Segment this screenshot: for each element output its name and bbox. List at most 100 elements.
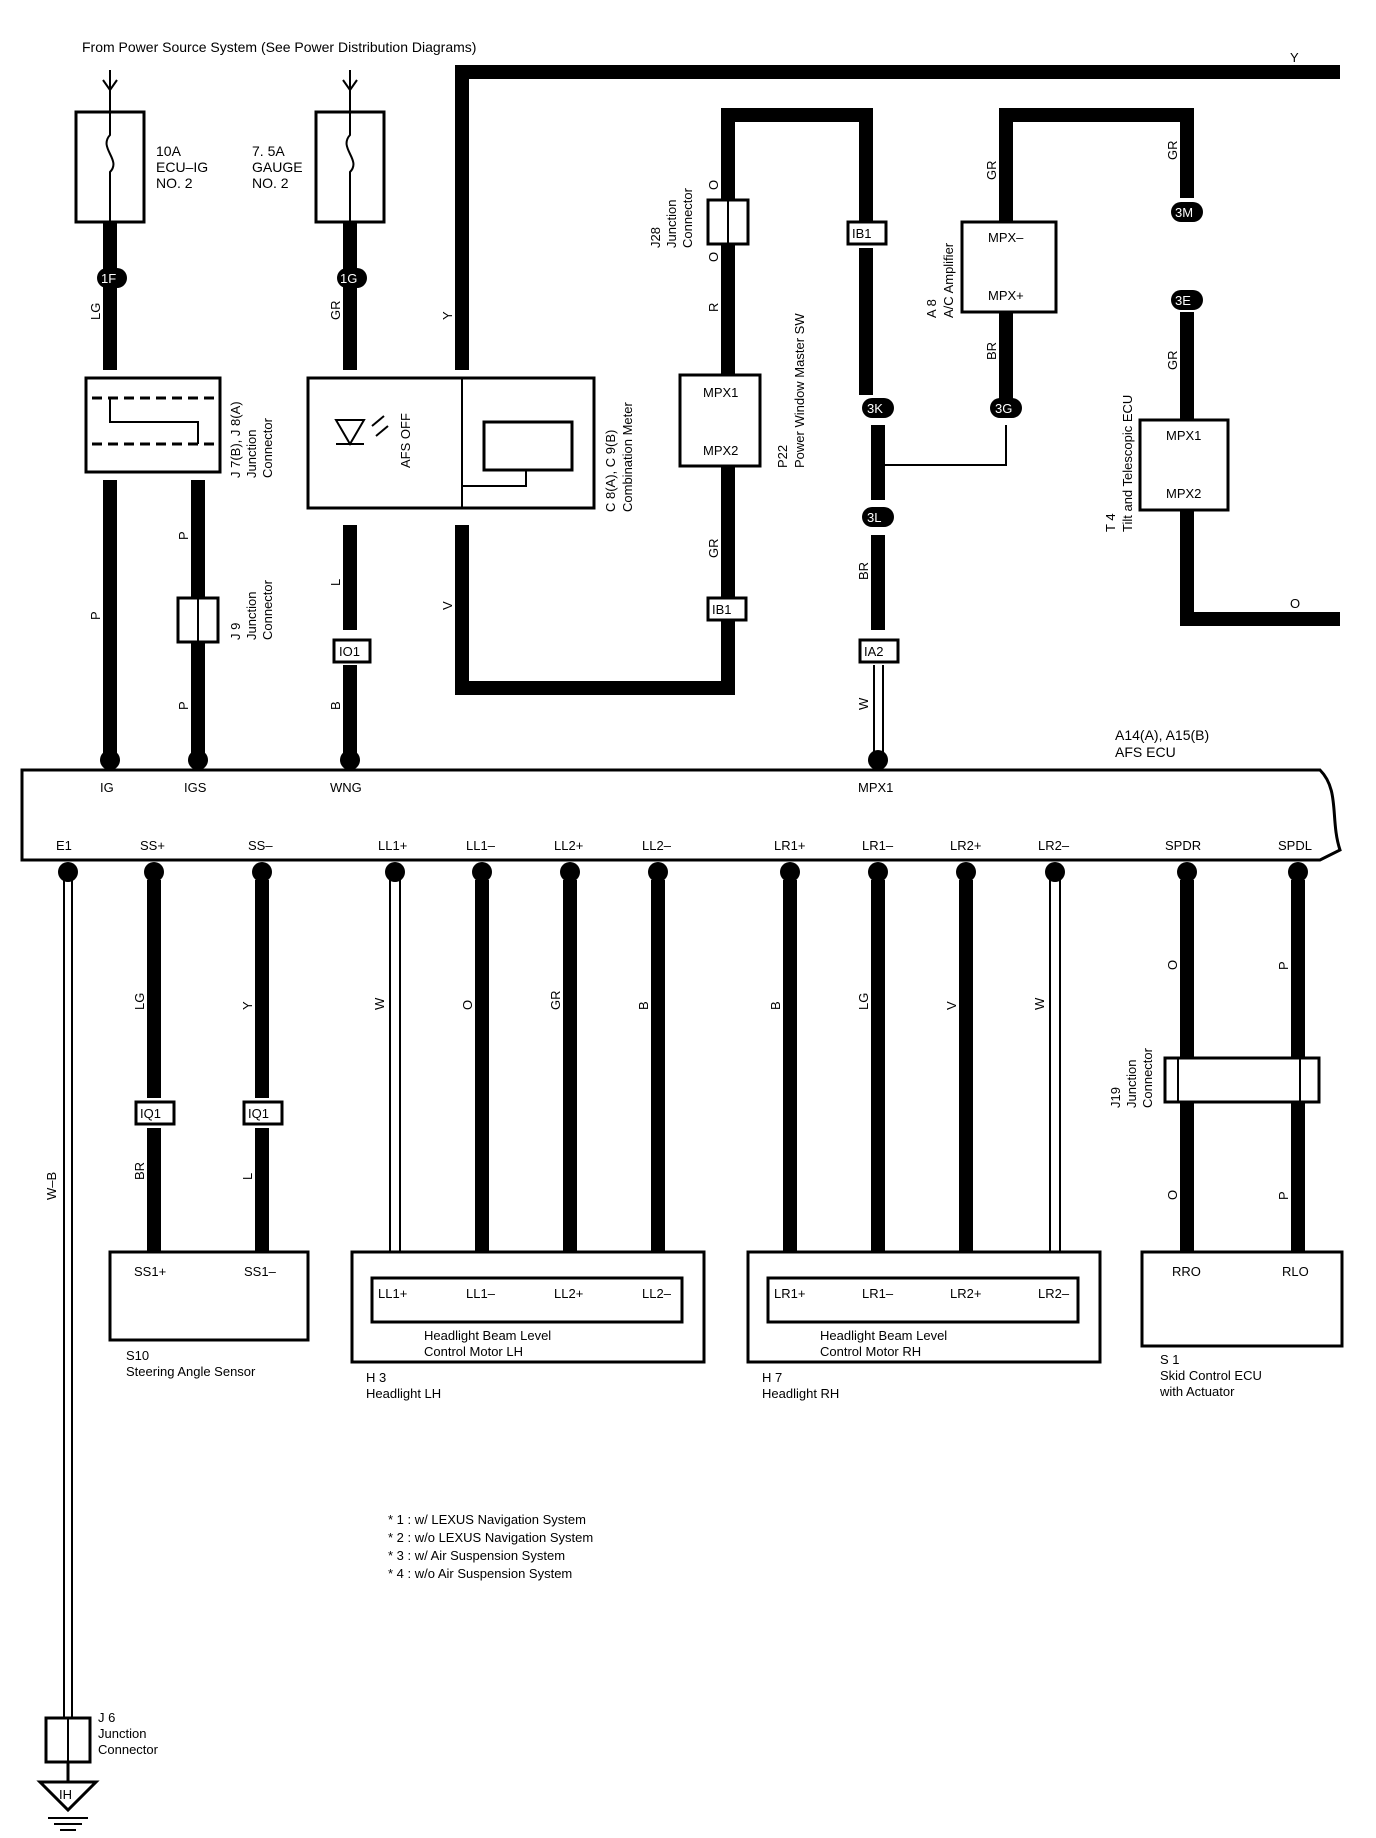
lower-wires [63,880,1305,1718]
wire-p-1: P [88,611,103,620]
ecu-pin-ig: IG [100,780,114,795]
hl-rh-pin1: LR1+ [774,1286,805,1301]
j28-l2: Junction [664,200,679,248]
conn-3l: 3L [867,510,881,525]
tilt-pin2: MPX2 [1166,486,1201,501]
ecu-name: AFS ECU [1115,744,1176,760]
conn-3m: 3M [1175,205,1193,220]
wire-r-1: R [706,303,721,312]
j19-ref: J19 [1108,1087,1123,1108]
skid-name1: Skid Control ECU [1160,1368,1262,1383]
wire-y-1: Y [440,311,455,320]
junction-j28: J28 Junction Connector [648,187,750,248]
ac-name: A/C Amplifier [941,242,956,318]
conn-3e: 3E [1175,293,1191,308]
j28-ref: J28 [648,227,663,248]
ecu-pin-lr1m: LR1– [862,838,894,853]
wire-wb: W–B [44,1172,59,1200]
skid-pin2: RLO [1282,1264,1309,1279]
ecu-pin-markers [58,750,1308,882]
upper-wires [103,65,1340,760]
ac-pin2: MPX+ [988,288,1024,303]
wire-l-1: L [328,579,343,586]
hl-rh-motor2: Control Motor RH [820,1344,921,1359]
wire-gr-6: GR [548,991,563,1011]
ground-label: IH [59,1787,72,1802]
ecu-pin-ll1p: LL1+ [378,838,407,853]
hl-lh-name: Headlight LH [366,1386,441,1401]
j7-ref: J 7(B), J 8(A) [228,401,243,478]
ecu-pin-mpx1: MPX1 [858,780,893,795]
ac-amplifier: MPX– MPX+ A 8 A/C Amplifier [924,220,1058,318]
skid-control-ecu: RRO RLO S 1 Skid Control ECU with Actuat… [1140,1250,1344,1399]
note-1: * 1 : w/ LEXUS Navigation System [388,1512,586,1527]
afs-ecu: A14(A), A15(B) AFS ECU IG IGS WNG MPX1 E… [20,727,1342,862]
steering-angle-sensor: SS1+ SS1– S10 Steering Angle Sensor [108,1250,310,1379]
footnotes: * 1 : w/ LEXUS Navigation System * 2 : w… [388,1512,593,1581]
conn-1f: 1F [101,271,116,286]
wire-o-1: O [706,180,721,190]
hl-rh-pin4: LR2– [1038,1286,1070,1301]
conn-ib1-b: IB1 [852,226,872,241]
wire-color-labels: LG GR Y Y P P P L B V O O R GR R BR BR W… [44,50,1300,1200]
ecu-pin-igs: IGS [184,780,207,795]
j7-l2: Junction [244,430,259,478]
fuse1-amp: 10A [156,143,182,159]
j6-ref: J 6 [98,1710,115,1725]
hl-lh-ref: H 3 [366,1370,386,1385]
wire-br-3: BR [984,342,999,360]
wire-w-2: W [372,997,387,1010]
tilt-telescopic-ecu: MPX1 MPX2 T 4 Tilt and Telescopic ECU [1103,395,1230,532]
wire-r-2: R [856,171,871,180]
wire-y-3: Y [240,1001,255,1010]
pwm-ref: P22 [775,445,790,468]
tilt-ref: T 4 [1103,513,1118,532]
wire-br-2: BR [856,562,871,580]
ecu-pin-ll1m: LL1– [466,838,496,853]
tilt-pin1: MPX1 [1166,428,1201,443]
sensor-pin2: SS1– [244,1264,277,1279]
ecu-pin-ll2p: LL2+ [554,838,583,853]
j9-ref: J 9 [228,623,243,640]
ground-ih: IH [36,1762,100,1831]
ecu-ref: A14(A), A15(B) [1115,727,1209,743]
pwm-pin1: MPX1 [703,385,738,400]
wire-l-2: L [240,1173,255,1180]
ecu-pin-ss-minus: SS– [248,838,273,853]
ac-ref: A 8 [924,299,939,318]
note-4: * 4 : w/o Air Suspension System [388,1566,572,1581]
wire-br-1: BR [856,342,871,360]
wire-p-3: P [176,701,191,710]
sensor-ref: S10 [126,1348,149,1363]
wire-br-4: BR [132,1162,147,1180]
wire-v-1: V [440,601,455,610]
headlight-lh: LL1+ LL1– LL2+ LL2– Headlight Beam Level… [350,1250,706,1401]
hl-lh-pin1: LL1+ [378,1286,407,1301]
junction-j6: J 6 Junction Connector [44,1710,159,1764]
wire-lg-1: LG [88,303,103,320]
power-source-label: From Power Source System (See Power Dist… [82,39,476,55]
j9-l3: Connector [260,579,275,640]
hl-rh-ref: H 7 [762,1370,782,1385]
note-3: * 3 : w/ Air Suspension System [388,1548,565,1563]
wire-lg-2: LG [132,993,147,1010]
conn-3g: 3G [995,401,1012,416]
fuse1-name1: ECU–IG [156,159,208,175]
power-window-master-sw: MPX1 MPX2 P22 Power Window Master SW [678,313,807,468]
conn-3k: 3K [867,401,883,416]
hl-lh-motor1: Headlight Beam Level [424,1328,551,1343]
skid-ref: S 1 [1160,1352,1180,1367]
wire-w-1: W [856,697,871,710]
conn-1g: 1G [340,271,357,286]
wire-o-6: O [1165,1190,1180,1200]
conn-ib1-a: IB1 [712,602,732,617]
iq1-connectors: IQ1 IQ1 [134,1100,284,1126]
wire-o-2: O [706,252,721,262]
ac-pin1: MPX– [988,230,1024,245]
wire-gr-1: GR [328,301,343,321]
meter-name: Combination Meter [620,402,635,512]
hl-lh-motor2: Control Motor LH [424,1344,523,1359]
ecu-pin-wng: WNG [330,780,362,795]
wire-p-5: P [1276,1191,1291,1200]
wire-p-2: P [176,531,191,540]
